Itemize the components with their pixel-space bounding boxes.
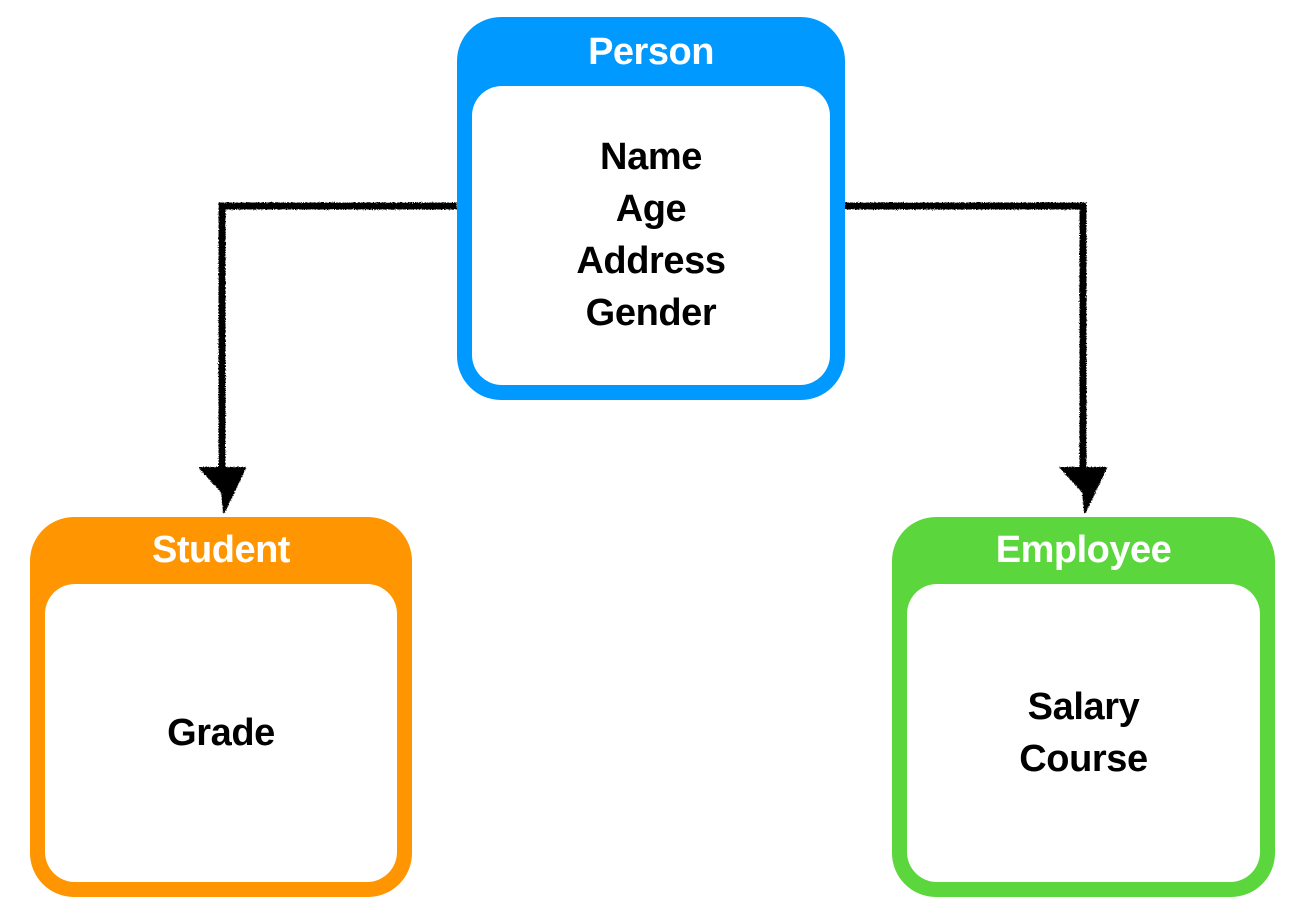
class-node-person[interactable]: Person Name Age Address Gender bbox=[457, 17, 845, 400]
class-node-employee-attributes: Salary Course bbox=[907, 583, 1260, 882]
class-node-person-title: Person bbox=[588, 31, 714, 73]
class-node-student[interactable]: Student Grade bbox=[30, 517, 412, 897]
attribute-item: Age bbox=[615, 188, 687, 231]
class-node-employee-title: Employee bbox=[995, 529, 1172, 571]
class-node-employee[interactable]: Employee Salary Course bbox=[892, 517, 1275, 897]
attribute-item: Address bbox=[576, 240, 726, 283]
attribute-item: Grade bbox=[167, 711, 275, 754]
attribute-item: Course bbox=[1019, 737, 1148, 780]
edge-person-to-employee bbox=[845, 202, 1107, 513]
class-node-student-attributes: Grade bbox=[45, 583, 397, 882]
class-node-person-attributes: Name Age Address Gender bbox=[472, 85, 830, 385]
attribute-item: Salary bbox=[1027, 685, 1140, 728]
attribute-item: Gender bbox=[585, 292, 717, 335]
attribute-item: Name bbox=[600, 136, 702, 179]
class-node-student-title: Student bbox=[152, 529, 290, 571]
edge-person-to-student bbox=[199, 202, 457, 513]
